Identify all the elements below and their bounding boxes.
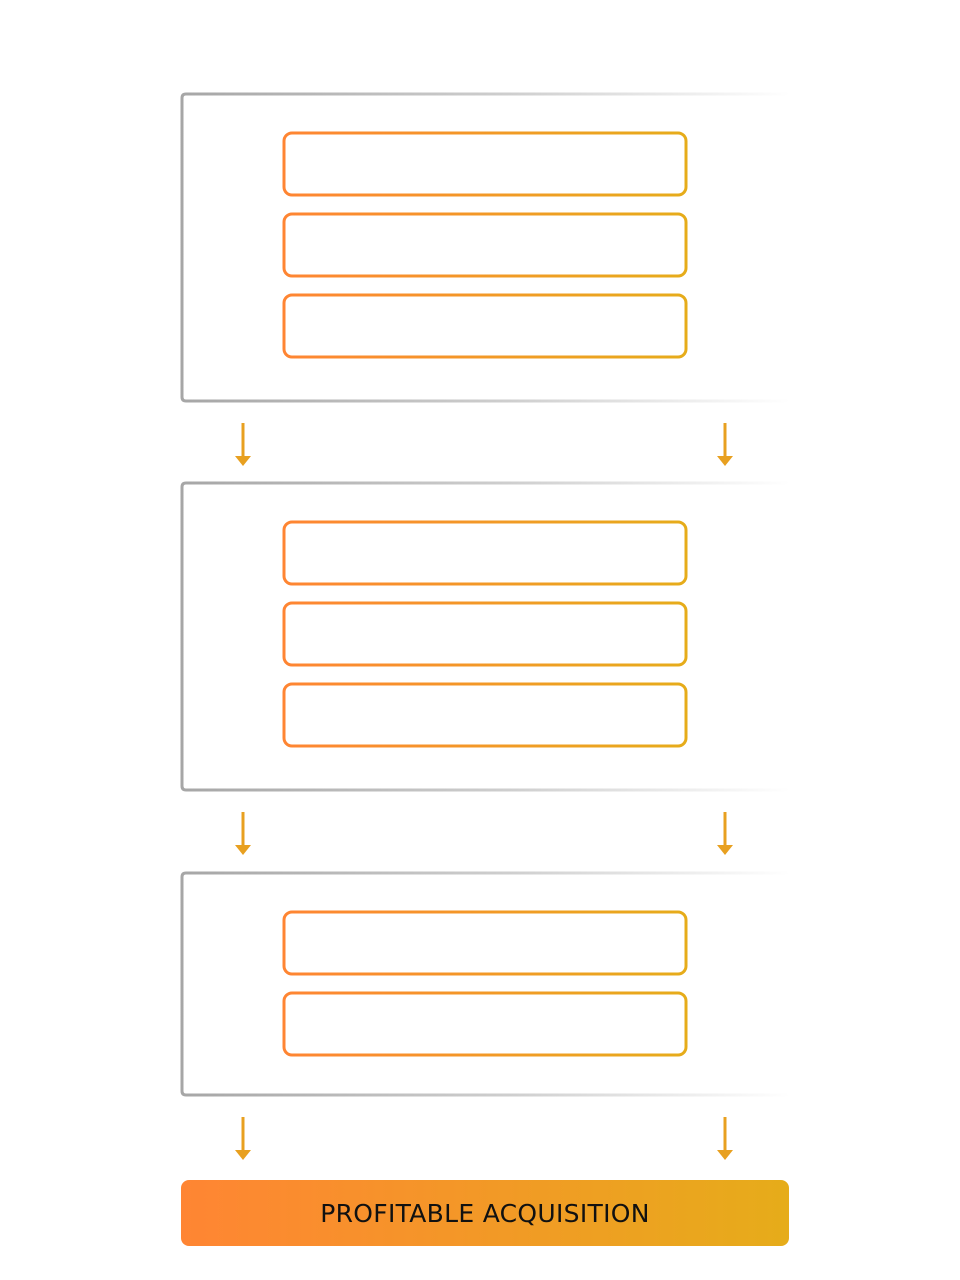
stage-1-item-box <box>282 131 688 197</box>
stage-1-frame <box>180 92 790 403</box>
down-arrow-icon <box>717 423 733 466</box>
stage-1-item-box <box>282 293 688 359</box>
down-arrow-icon <box>717 812 733 855</box>
outcome-label: PROFITABLE ACQUISITION <box>320 1198 650 1228</box>
down-arrow-icon <box>235 812 251 855</box>
stage-2-item-box <box>282 682 688 748</box>
stage-2-item-box <box>282 520 688 586</box>
outcome-box: PROFITABLE ACQUISITION <box>181 1180 789 1246</box>
stage-3-item-box <box>282 991 688 1057</box>
down-arrow-icon <box>235 423 251 466</box>
stage-2-frame <box>180 481 790 792</box>
stage-3-item-box <box>282 910 688 976</box>
stage-1-item-box <box>282 212 688 278</box>
down-arrow-icon <box>717 1117 733 1160</box>
stage-3-frame <box>180 871 790 1097</box>
stage-2-item-box <box>282 601 688 667</box>
down-arrow-icon <box>235 1117 251 1160</box>
